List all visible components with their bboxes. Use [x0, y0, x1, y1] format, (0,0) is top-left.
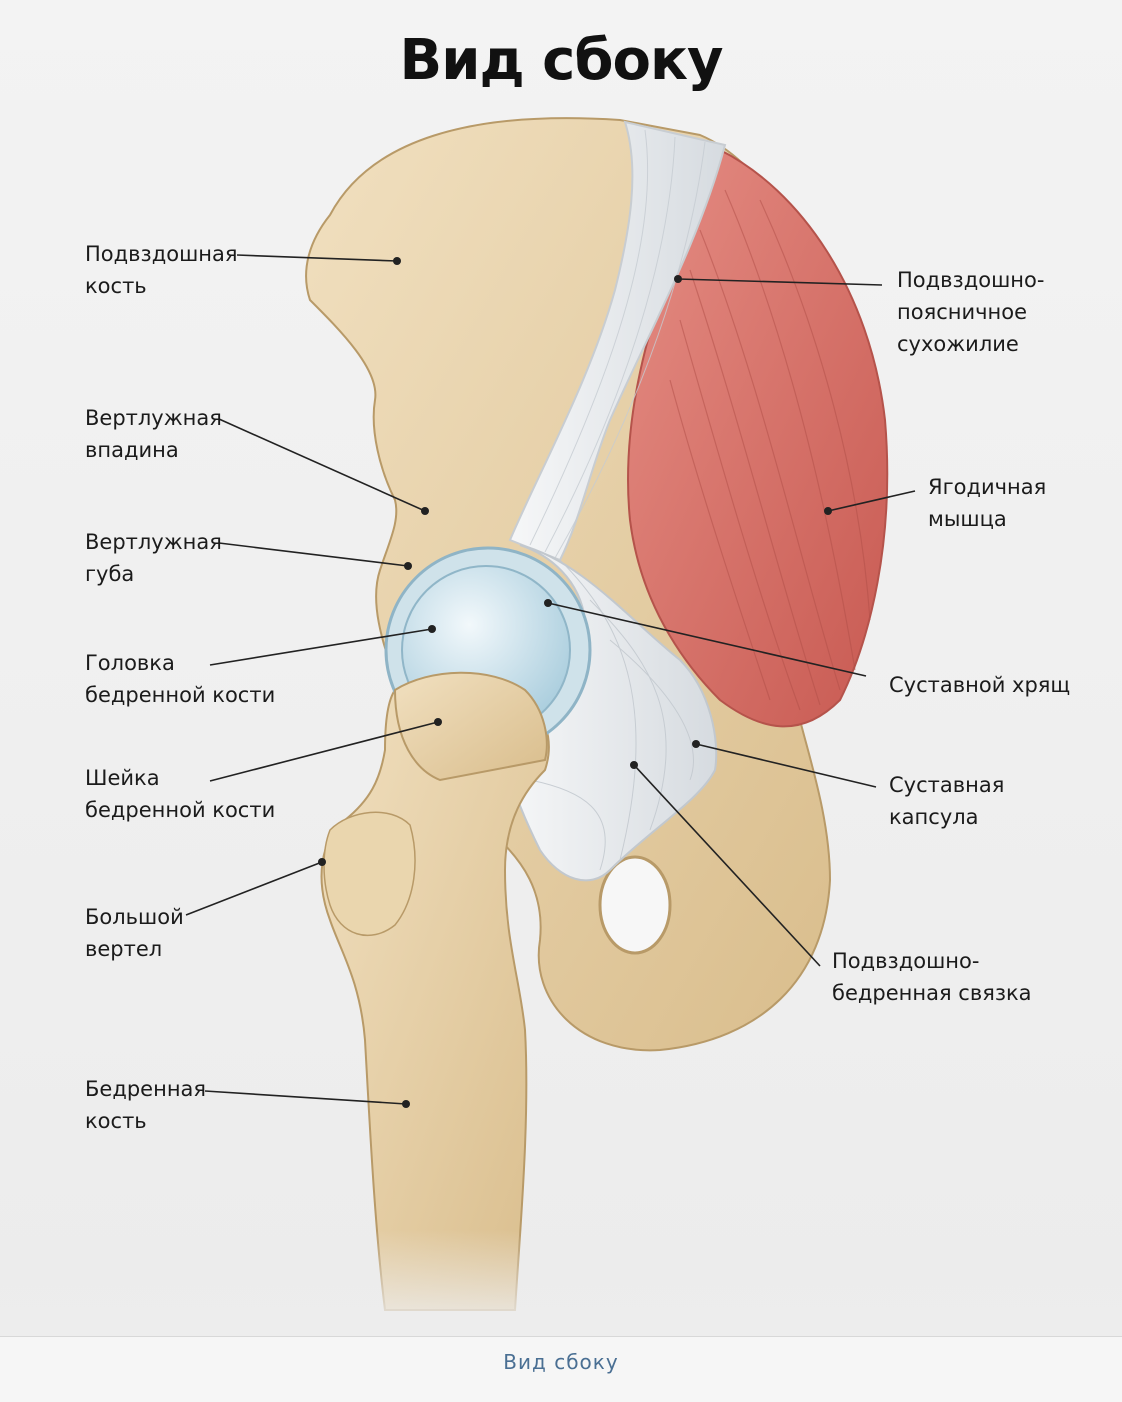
label-joint-capsule: Суставная капсула: [889, 773, 1005, 829]
greater-trochanter-shape: [323, 811, 416, 936]
gluteal-muscle-shape: [627, 148, 889, 728]
label-gluteal-muscle: Ягодичная мышца: [928, 475, 1047, 531]
bottom-fade: [0, 1230, 1122, 1336]
leader-labrum: [218, 542, 409, 567]
label-ilium: Подвздошная кость: [85, 242, 238, 298]
capsule-fibers: [529, 559, 694, 871]
leader-cartilage: [547, 602, 867, 677]
leader-ilium: [236, 254, 398, 262]
dot-femoral-head: [428, 625, 436, 633]
leader-femur: [204, 1090, 407, 1105]
dot-capsule: [692, 740, 700, 748]
label-femoral-neck: Шейка бедренной кости: [85, 766, 276, 822]
page-title: Вид сбоку: [399, 28, 724, 93]
dot-cartilage: [544, 599, 552, 607]
leader-capsule: [695, 743, 877, 788]
label-greater-trochanter: Большой вертел: [85, 905, 184, 961]
label-articular-cartilage: Суставной хрящ: [889, 673, 1071, 697]
label-acetabulum: Вертлужная впадина: [85, 406, 222, 462]
tendon-fibers: [529, 129, 706, 559]
label-femoral-head: Головка бедренной кости: [85, 651, 276, 707]
dot-labrum: [404, 562, 412, 570]
dot-iliolumbar: [674, 275, 682, 283]
leader-femoral-head: [209, 628, 433, 666]
leader-iliolumbar: [677, 278, 883, 286]
dot-acetabulum: [421, 507, 429, 515]
muscle-fibers: [669, 189, 871, 711]
image-caption: Вид сбоку: [503, 1350, 619, 1374]
dot-greater-trochanter: [318, 858, 326, 866]
label-femur: Бедренная кость: [85, 1077, 207, 1133]
leader-iliofemoral: [633, 764, 821, 967]
leader-greater-trochanter: [185, 861, 323, 916]
leader-dots: [318, 257, 832, 1108]
leader-lines: [185, 254, 916, 1105]
dot-iliofemoral: [630, 761, 638, 769]
label-labrum: Вертлужная губа: [85, 530, 222, 586]
hip-joint-illustration: [0, 117, 1122, 1336]
dot-femoral-neck: [434, 718, 442, 726]
obturator-foramen-shape: [598, 855, 672, 955]
leader-acetabulum: [218, 418, 426, 512]
dot-ilium: [393, 257, 401, 265]
dot-gluteal: [824, 507, 832, 515]
label-iliofemoral-ligament: Подвздошно- бедренная связка: [832, 949, 1032, 1005]
leader-gluteal: [827, 490, 916, 512]
femoral-neck-shape: [393, 671, 548, 782]
dot-femur: [402, 1100, 410, 1108]
label-iliolumbar-tendon: Подвздошно- поясничное сухожилие: [897, 268, 1045, 356]
leader-femoral-neck: [209, 721, 439, 782]
